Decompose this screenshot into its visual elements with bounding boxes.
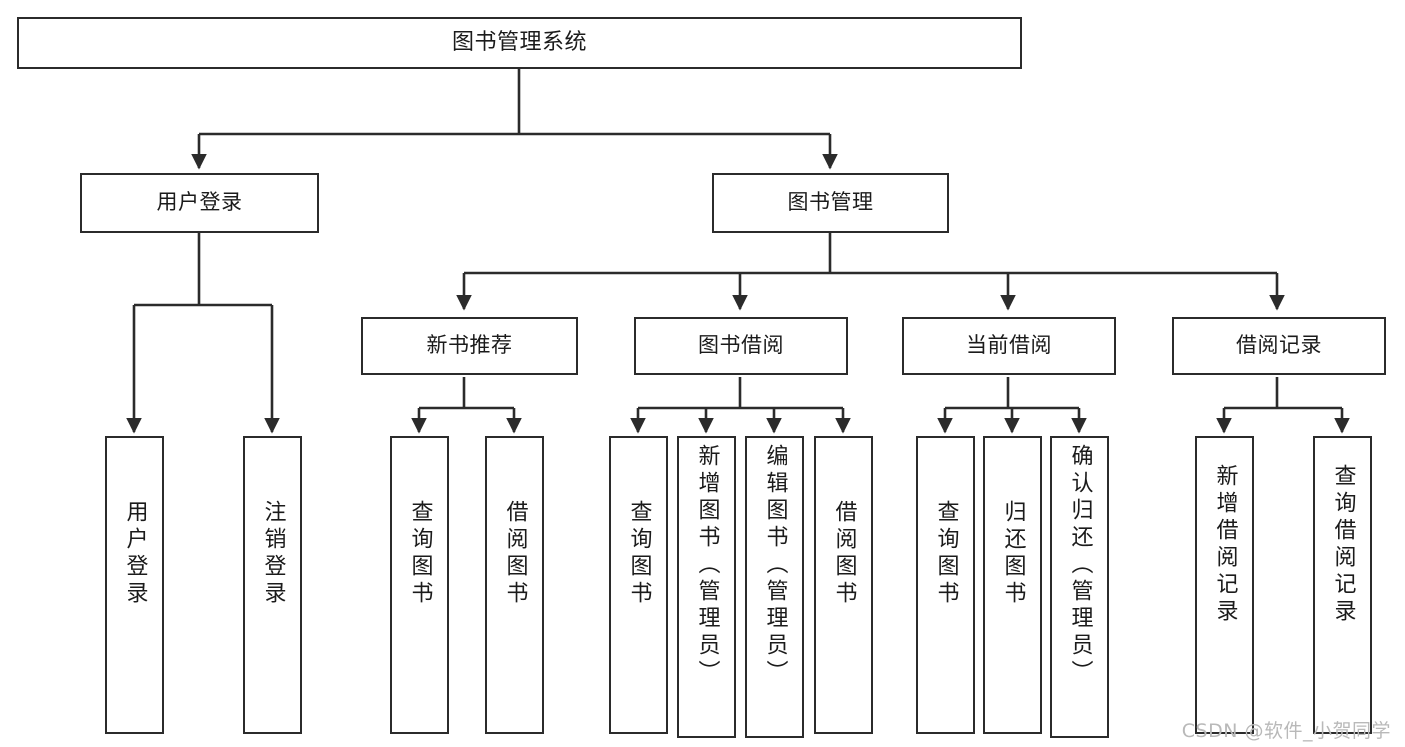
leaf-borrow-book-new-recommendation[interactable]: 借阅图书 (485, 436, 544, 734)
node-label: 借阅图书 (502, 500, 528, 608)
node-current-borrowing[interactable]: 当前借阅 (902, 317, 1116, 375)
node-label: 用户登录 (122, 500, 148, 608)
leaf-borrow-book-borrowing[interactable]: 借阅图书 (814, 436, 873, 734)
node-label: 查询图书 (407, 500, 433, 608)
node-user-login[interactable]: 用户登录 (80, 173, 319, 233)
leaf-query-book-current[interactable]: 查询图书 (916, 436, 975, 734)
node-label: 当前借阅 (966, 333, 1052, 358)
node-borrowing-record[interactable]: 借阅记录 (1172, 317, 1386, 375)
leaf-query-borrow-record[interactable]: 查询借阅记录 (1313, 436, 1372, 734)
node-label: 用户登录 (156, 190, 243, 215)
leaf-query-book-new-recommendation[interactable]: 查询图书 (390, 436, 449, 734)
node-label: 新书推荐 (426, 333, 513, 358)
node-label: 新增图书（管理员） (694, 444, 720, 687)
node-label: 借阅记录 (1236, 333, 1322, 358)
node-label: 查询借阅记录 (1330, 464, 1356, 626)
leaf-confirm-return-admin[interactable]: 确认归还（管理员） (1050, 436, 1109, 738)
node-label: 图书借阅 (698, 333, 784, 358)
node-label: 图书管理系统 (451, 29, 587, 55)
leaf-query-book-borrowing[interactable]: 查询图书 (609, 436, 668, 734)
node-root-book-management-system[interactable]: 图书管理系统 (17, 17, 1022, 69)
node-label: 图书管理 (787, 190, 874, 215)
csdn-watermark: CSDN @软件_小贺同学 (1181, 720, 1391, 742)
node-label: 确认归还（管理员） (1067, 444, 1093, 687)
node-book-borrowing[interactable]: 图书借阅 (634, 317, 848, 375)
node-label: 注销登录 (260, 500, 286, 608)
leaf-user-login[interactable]: 用户登录 (105, 436, 164, 734)
node-label: 编辑图书（管理员） (762, 444, 788, 687)
node-label: 归还图书 (1000, 500, 1026, 608)
node-new-book-recommendation[interactable]: 新书推荐 (361, 317, 578, 375)
node-label: 查询图书 (933, 500, 959, 608)
node-label: 借阅图书 (831, 500, 857, 608)
leaf-add-book-admin[interactable]: 新增图书（管理员） (677, 436, 736, 738)
leaf-edit-book-admin[interactable]: 编辑图书（管理员） (745, 436, 804, 738)
leaf-logout[interactable]: 注销登录 (243, 436, 302, 734)
node-label: 查询图书 (626, 500, 652, 608)
node-book-management[interactable]: 图书管理 (712, 173, 949, 233)
leaf-return-book[interactable]: 归还图书 (983, 436, 1042, 734)
leaf-add-borrow-record[interactable]: 新增借阅记录 (1195, 436, 1254, 734)
node-label: 新增借阅记录 (1212, 464, 1238, 626)
